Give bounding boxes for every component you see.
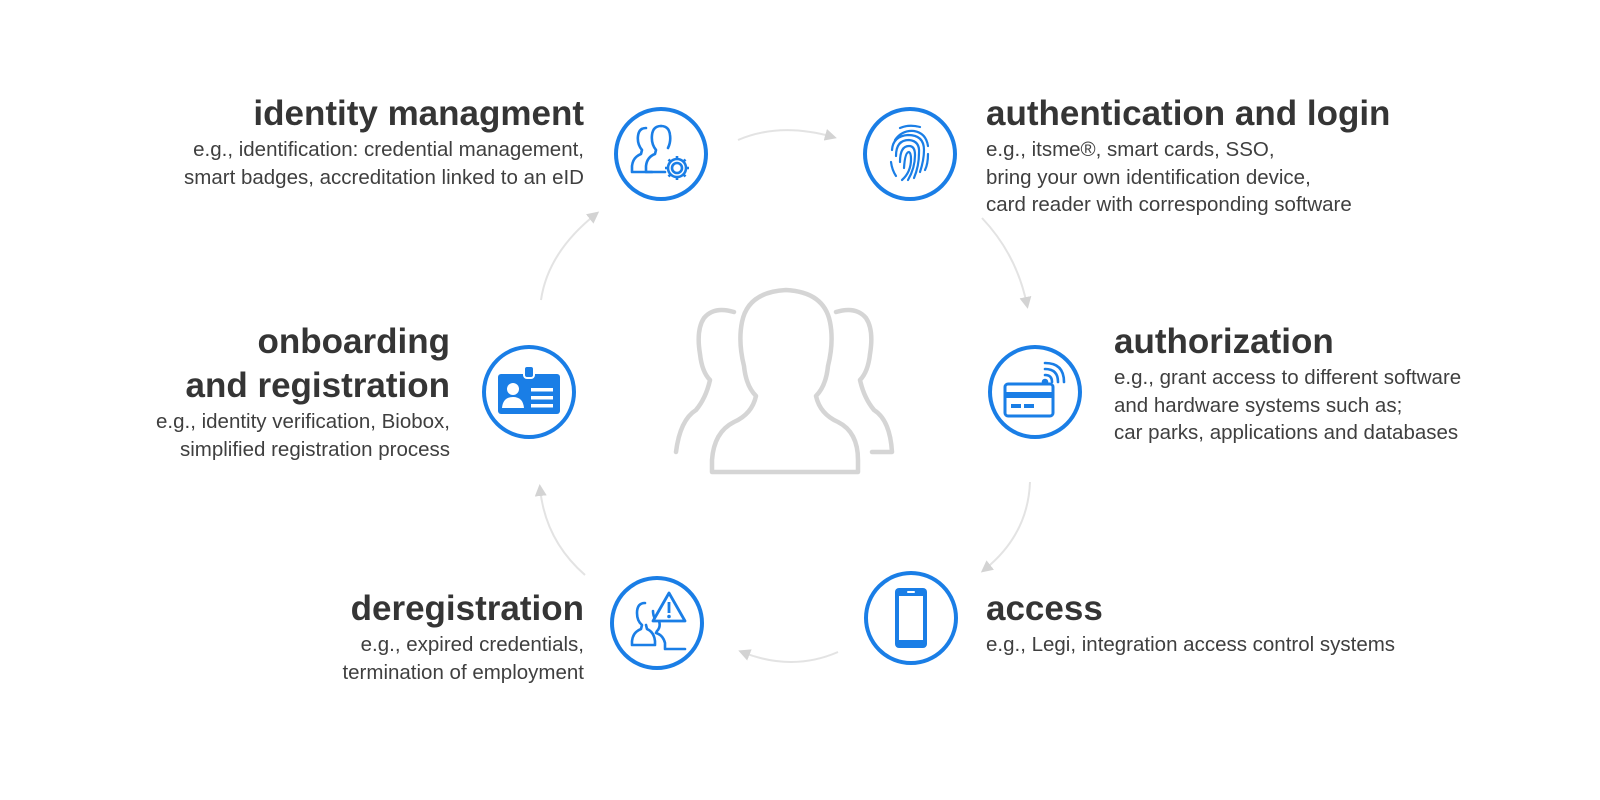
arrow-authorization-to-access — [980, 481, 1031, 573]
arrow-onboarding-to-identity — [540, 211, 600, 301]
step-description-line: e.g., itsme®, smart cards, SSO, — [986, 138, 1275, 161]
step-title: access — [986, 589, 1103, 628]
arrow-deregistration-to-onboarding — [534, 484, 586, 576]
arrow-identity-to-authentication — [737, 129, 837, 141]
arrow-authentication-to-authorization — [981, 217, 1032, 309]
step-description-line: e.g., grant access to different software — [1114, 366, 1462, 389]
step-description-line: simplified registration process — [179, 437, 450, 461]
step-description-line: e.g., expired credentials, — [360, 633, 584, 656]
step-authorization: authorization e.g., grant access to diff… — [1114, 320, 1461, 447]
users-warning-icon — [609, 575, 705, 671]
arrow-access-to-deregistration — [738, 649, 839, 663]
step-onboarding-and-registration: onboarding and registration e.g., identi… — [156, 320, 450, 463]
step-description-line: car parks, applications and databases — [1114, 421, 1459, 444]
step-title-line: and registration — [185, 366, 450, 405]
step-title: authorization — [1114, 322, 1334, 361]
fingerprint-icon — [862, 106, 958, 202]
users-gear-icon — [613, 106, 709, 202]
step-description-line: card reader with corresponding software — [986, 193, 1352, 216]
step-description-line: smart badges, accreditation linked to an… — [184, 165, 584, 189]
step-deregistration: deregistration e.g., expired credentials… — [342, 587, 584, 686]
step-identity-management: identity managment e.g., identification:… — [184, 92, 584, 191]
step-authentication-and-login: authentication and login e.g., itsme®, s… — [986, 92, 1390, 219]
id-badge-icon — [481, 344, 577, 440]
step-description-line: termination of employment — [342, 660, 584, 684]
step-description-line: e.g., Legi, integration access control s… — [986, 633, 1396, 656]
step-description-line: and hardware systems such as; — [1114, 393, 1403, 417]
smartphone-icon — [863, 570, 959, 666]
step-title-line: onboarding — [257, 322, 450, 361]
step-access: access e.g., Legi, integration access co… — [986, 587, 1395, 659]
step-description-line: e.g., identity verification, Biobox, — [156, 410, 450, 433]
step-description-line: bring your own identification device, — [986, 165, 1311, 189]
users-group-icon — [673, 287, 895, 475]
step-title: authentication and login — [986, 94, 1391, 133]
step-title: identity managment — [253, 94, 584, 133]
step-description-line: e.g., identification: credential managem… — [193, 138, 584, 161]
contactless-card-icon — [987, 344, 1083, 440]
step-title: deregistration — [350, 589, 584, 628]
